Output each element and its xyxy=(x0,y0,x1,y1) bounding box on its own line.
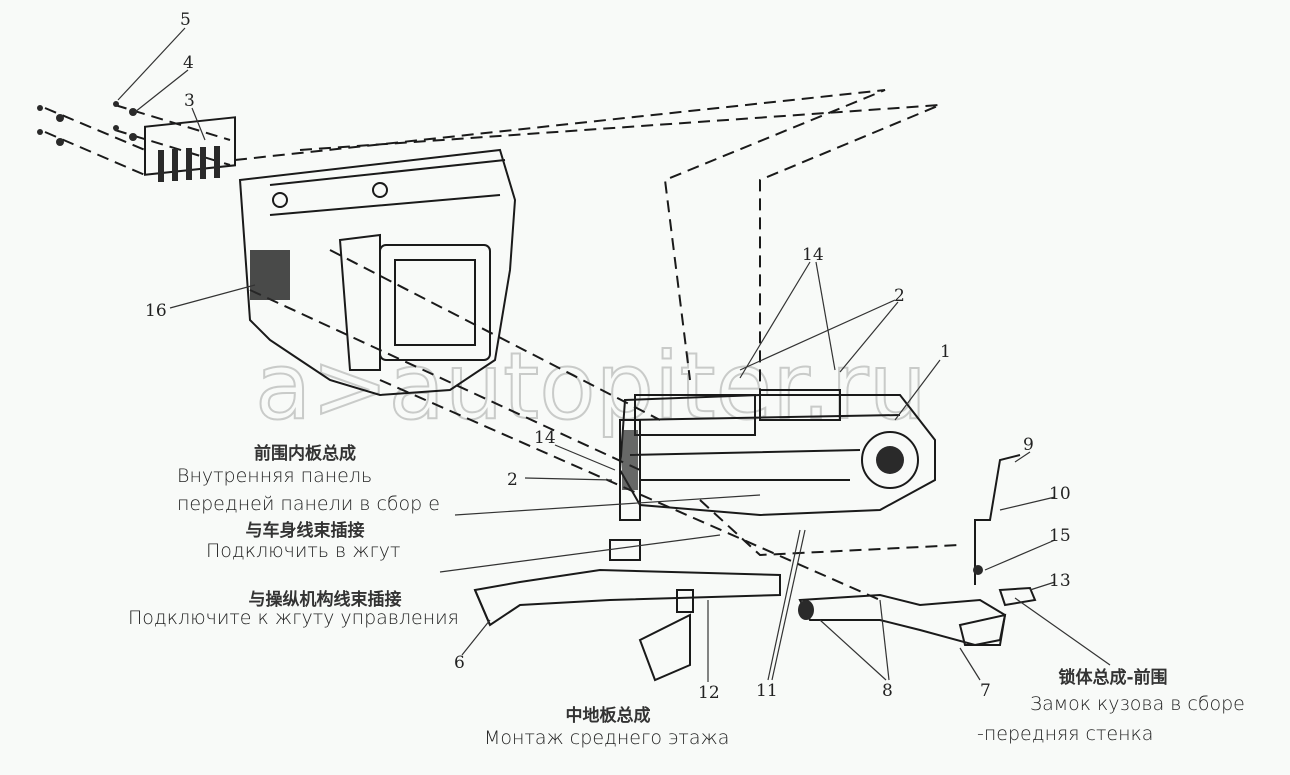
body-harness-ru: Подключить в жгут xyxy=(206,540,400,562)
watermark: a>autopiter.ru xyxy=(255,333,927,440)
front-inner-panel-zh: 前围内板总成 xyxy=(254,443,356,464)
bracket-12-part xyxy=(638,589,694,682)
middle-floor-ru: Монтаж среднего этажа xyxy=(484,727,729,749)
lock-ru-2: -передняя стенка xyxy=(977,723,1153,745)
front-inner-panel-ru-2: передней панели в сбор е xyxy=(177,493,440,515)
callout-13: 13 xyxy=(1049,571,1071,591)
callout-9: 9 xyxy=(1023,435,1034,455)
hvac-unit-part xyxy=(609,389,936,561)
callout-8: 8 xyxy=(882,681,893,701)
callout-7: 7 xyxy=(980,681,991,701)
lock-rod-part xyxy=(973,454,1037,607)
lock-zh: 锁体总成-前围 xyxy=(1058,667,1167,688)
callout-2: 2 xyxy=(894,286,905,306)
callout-numbers: 5 4 3 16 14 2 1 14 2 9 10 15 13 6 12 11 … xyxy=(145,10,1071,703)
leader-lines xyxy=(117,27,1111,682)
callout-12: 12 xyxy=(698,683,720,703)
front-inner-panel-ru-1: Внутренняя панель xyxy=(177,465,372,487)
callout-4: 4 xyxy=(183,53,194,73)
callout-6: 6 xyxy=(454,653,465,673)
callout-16: 16 xyxy=(145,301,167,321)
control-harness-zh: 与操纵机构线束插接 xyxy=(249,589,402,610)
control-harness-ru: Подключите к жгуту управления xyxy=(128,607,459,629)
callout-2b: 2 xyxy=(507,470,518,490)
callout-15: 15 xyxy=(1049,526,1071,546)
callout-1: 1 xyxy=(940,342,951,362)
callout-3: 3 xyxy=(184,91,195,111)
duct-7-part xyxy=(798,593,1007,647)
duct-6-part xyxy=(473,568,781,627)
callout-14: 14 xyxy=(802,245,824,265)
text-labels: 前围内板总成 Внутренняя панель передней панели… xyxy=(128,443,1245,749)
front-inner-panel-part xyxy=(238,148,517,397)
middle-floor-zh: 中地板总成 xyxy=(566,705,651,726)
callout-10: 10 xyxy=(1049,484,1071,504)
body-harness-zh: 与车身线束插接 xyxy=(246,520,365,541)
callout-5: 5 xyxy=(180,10,191,30)
lock-ru-1: Замок кузова в сборе xyxy=(1030,693,1245,715)
vent-grille-part xyxy=(37,101,236,182)
callout-11: 11 xyxy=(756,681,778,701)
callout-14b: 14 xyxy=(534,428,556,448)
